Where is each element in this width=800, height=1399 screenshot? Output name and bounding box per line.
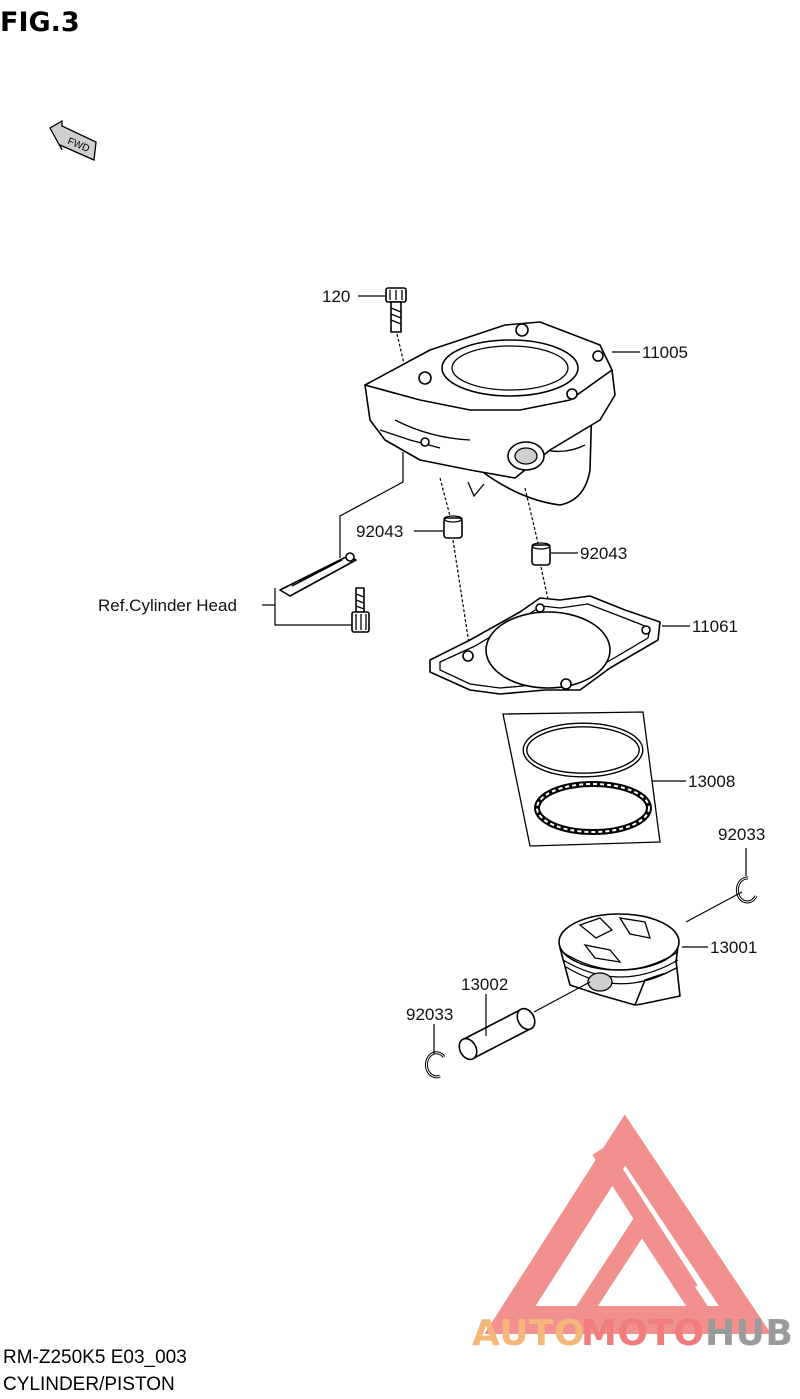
piston-ring-set-icon	[502, 711, 661, 847]
cylinder-bolt-icon	[385, 287, 407, 333]
wordmark-moto: MOTO	[581, 1313, 705, 1354]
piston-pin-icon	[458, 1007, 536, 1061]
callout-13001: 13001	[710, 938, 757, 957]
section-name: CYLINDER/PISTON	[3, 1374, 175, 1395]
wordmark-auto: AUTO	[472, 1313, 585, 1354]
callout-92043-right: 92043	[580, 544, 627, 563]
figure-title: FIG.3	[0, 7, 80, 38]
piston-icon	[558, 913, 681, 1006]
callout-11061: 11061	[692, 617, 738, 636]
callout-92033-left: 92033	[406, 1005, 453, 1024]
dowel-pin-right-icon	[531, 542, 551, 566]
guide-bolt-icon	[351, 587, 370, 633]
automotohub-logo	[484, 1114, 772, 1334]
callout-92033-right: 92033	[718, 825, 765, 844]
piston-pin-circlip-right-icon	[735, 876, 758, 904]
callout-11005: 11005	[642, 343, 688, 362]
model-code: RM-Z250K5 E03_003	[3, 1347, 187, 1368]
chain-guide-icon	[279, 552, 357, 597]
fwd-direction-arrow-icon: FWD	[49, 119, 97, 161]
callout-ref-cylinder-head: Ref.Cylinder Head	[98, 596, 237, 615]
wordmark-hub: HUB	[705, 1313, 793, 1354]
piston-pin-circlip-left-icon	[424, 1051, 446, 1079]
callout-92043-left: 92043	[356, 522, 403, 541]
cylinder-block-icon	[364, 321, 616, 506]
dowel-pin-left-icon	[443, 515, 463, 539]
cylinder-base-gasket-icon	[429, 595, 661, 695]
callout-13002: 13002	[461, 975, 508, 994]
callout-120: 120	[322, 287, 350, 306]
callout-13008: 13008	[688, 772, 735, 791]
automotohub-wordmark: AUTO MOTO HUB	[472, 1313, 793, 1354]
